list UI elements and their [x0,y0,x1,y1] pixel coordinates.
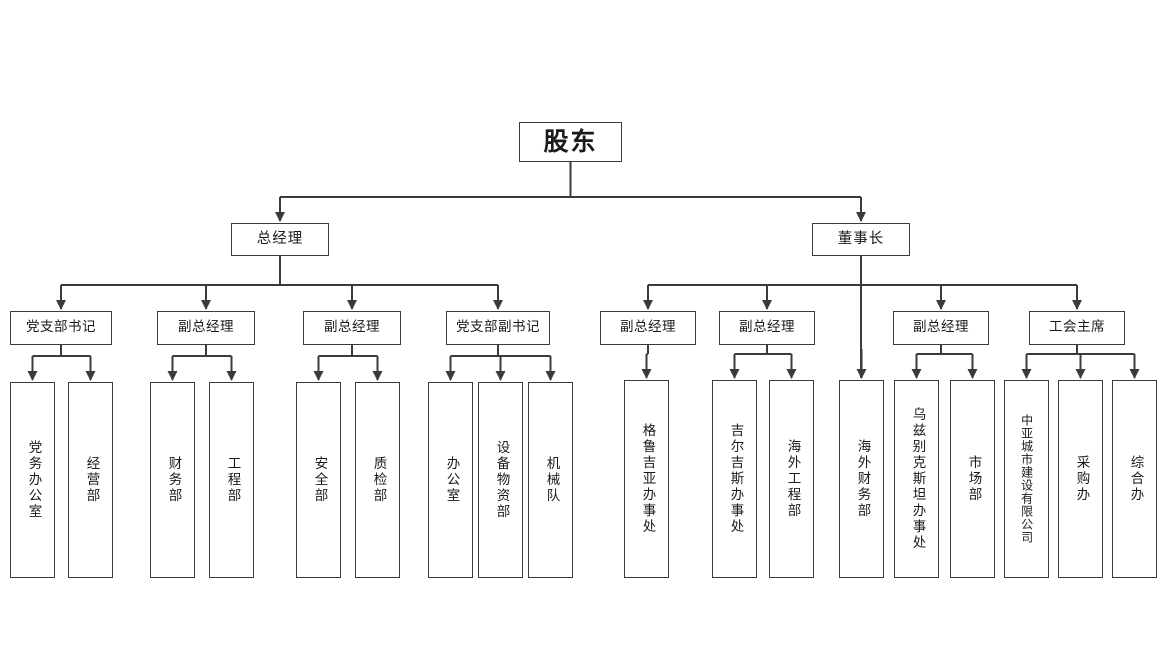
node-leaf-12[interactable]: 海外财务部 [839,380,884,578]
node-leaf-2[interactable]: 财务部 [150,382,195,578]
node-leaf-17[interactable]: 综合办 [1112,380,1157,578]
node-level3-1[interactable]: 副总经理 [157,311,255,345]
node-level2-0[interactable]: 总经理 [231,223,329,256]
node-root-shareholders[interactable]: 股东 [519,122,622,162]
node-level2-1[interactable]: 董事长 [812,223,910,256]
node-level3-5[interactable]: 副总经理 [719,311,815,345]
node-leaf-8[interactable]: 机械队 [528,382,573,578]
node-level3-3[interactable]: 党支部副书记 [446,311,550,345]
node-leaf-9[interactable]: 格鲁吉亚办事处 [624,380,669,578]
node-leaf-4[interactable]: 安全部 [296,382,341,578]
node-leaf-16[interactable]: 采购办 [1058,380,1103,578]
node-leaf-15[interactable]: 中亚城市建设有限公司 [1004,380,1049,578]
node-leaf-13[interactable]: 乌兹别克斯坦办事处 [894,380,939,578]
node-leaf-0[interactable]: 党务办公室 [10,382,55,578]
node-leaf-6[interactable]: 办公室 [428,382,473,578]
node-level3-7[interactable]: 工会主席 [1029,311,1125,345]
node-leaf-1[interactable]: 经营部 [68,382,113,578]
node-leaf-5[interactable]: 质检部 [355,382,400,578]
node-leaf-11[interactable]: 海外工程部 [769,380,814,578]
node-leaf-7[interactable]: 设备物资部 [478,382,523,578]
node-level3-0[interactable]: 党支部书记 [10,311,112,345]
node-leaf-3[interactable]: 工程部 [209,382,254,578]
node-level3-2[interactable]: 副总经理 [303,311,401,345]
node-leaf-10[interactable]: 吉尔吉斯办事处 [712,380,757,578]
node-level3-6[interactable]: 副总经理 [893,311,989,345]
node-level3-4[interactable]: 副总经理 [600,311,696,345]
node-leaf-14[interactable]: 市场部 [950,380,995,578]
